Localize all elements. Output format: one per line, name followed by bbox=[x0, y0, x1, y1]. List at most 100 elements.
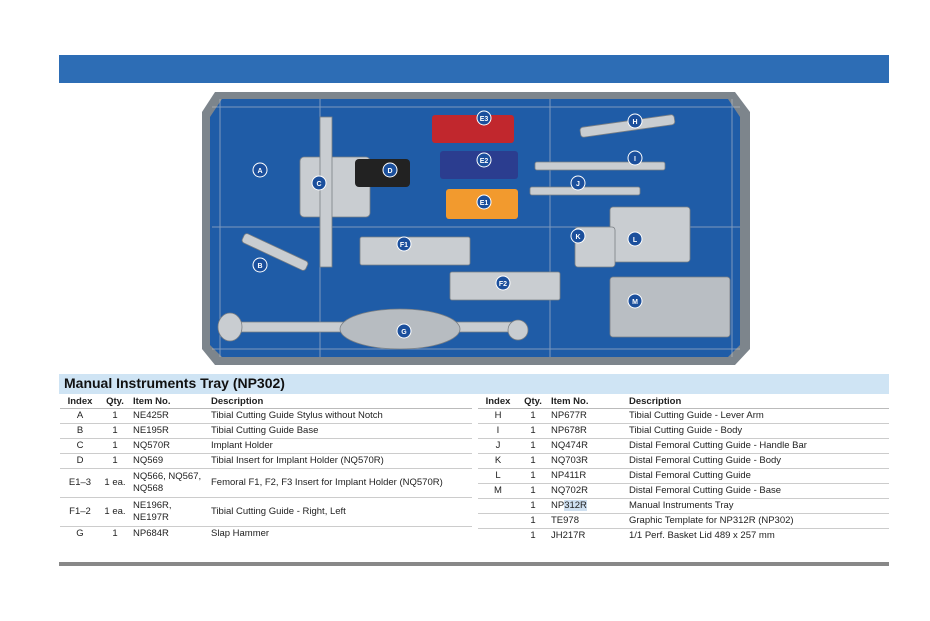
marker-label: F1 bbox=[400, 242, 408, 249]
cell-item-line: NE196R, bbox=[133, 500, 172, 511]
cell-qty: 1 bbox=[518, 498, 548, 514]
cell-desc: Femoral F1, F2, F3 Insert for Implant Ho… bbox=[208, 468, 472, 498]
header-qty: Qty. bbox=[100, 394, 130, 409]
marker-c bbox=[311, 175, 327, 191]
marker-label: E2 bbox=[480, 158, 489, 165]
cell-desc: Tibial Cutting Guide - Lever Arm bbox=[626, 408, 889, 424]
header-index: Index bbox=[478, 394, 518, 409]
marker-label: H bbox=[632, 119, 637, 126]
cell-qty: 1 bbox=[112, 528, 118, 539]
marker-label: D bbox=[387, 168, 392, 175]
marker-l bbox=[627, 231, 643, 247]
table-row: M 1 NQ702R Distal Femoral Cutting Guide … bbox=[478, 483, 889, 499]
table-header-row: Index Qty. Item No. Description bbox=[478, 394, 889, 409]
header-qty: Qty. bbox=[518, 394, 548, 409]
cell-index: M bbox=[478, 483, 518, 499]
bottom-rule bbox=[59, 562, 889, 566]
table-row: I 1 NP678R Tibial Cutting Guide - Body bbox=[478, 423, 889, 439]
marker-m bbox=[627, 293, 643, 309]
cell-desc: Tibial Cutting Guide Base bbox=[208, 423, 472, 439]
cell-item-prefix: NP bbox=[551, 500, 565, 511]
cell-qty: 1 bbox=[100, 438, 130, 454]
table-row: C 1 NQ570R Implant Holder bbox=[60, 438, 472, 454]
cell-index: A bbox=[60, 408, 100, 424]
table-row: E1–3 1 ea. NQ566, NQ567, NQ568 Femoral F… bbox=[60, 468, 472, 498]
marker-f1 bbox=[396, 236, 412, 252]
cell-index bbox=[478, 498, 518, 514]
cell-desc: Distal Femoral Cutting Guide bbox=[626, 468, 889, 484]
cell-qty: 1 bbox=[530, 530, 536, 541]
cell-item: NP678R bbox=[548, 423, 626, 439]
tray-photo: A B C D E1 E2 E3 F1 F2 G H I J K L M bbox=[202, 92, 750, 365]
header-index: Index bbox=[60, 394, 100, 409]
marker-e2 bbox=[476, 152, 492, 168]
cell-index: C bbox=[60, 438, 100, 454]
cell-item: NP677R bbox=[548, 408, 626, 424]
marker-label: I bbox=[634, 156, 636, 163]
cell-item: NE195R bbox=[130, 423, 208, 439]
table-row: G 1 NP684R Slap Hammer bbox=[60, 527, 472, 542]
cell-item: NE425R bbox=[130, 408, 208, 424]
marker-label: M bbox=[632, 299, 638, 306]
table-row: J 1 NQ474R Distal Femoral Cutting Guide … bbox=[478, 438, 889, 454]
marker-b bbox=[252, 257, 268, 273]
marker-label: G bbox=[401, 329, 407, 336]
header-desc: Description bbox=[626, 394, 889, 409]
parts-table-left: Index Qty. Item No. Description A 1 NE42… bbox=[60, 394, 472, 541]
cell-item: NQ703R bbox=[548, 453, 626, 469]
cell-qty: 1 bbox=[100, 423, 130, 439]
cell-item-line: NQ568 bbox=[133, 483, 164, 494]
marker-h bbox=[627, 113, 643, 129]
cell-index: L bbox=[478, 468, 518, 484]
cell-qty: 1 bbox=[518, 468, 548, 484]
marker-g bbox=[396, 323, 412, 339]
cell-desc: Tibial Insert for Implant Holder (NQ570R… bbox=[208, 453, 472, 469]
cell-qty: 1 bbox=[100, 453, 130, 469]
marker-label: K bbox=[575, 234, 580, 241]
marker-k bbox=[570, 228, 586, 244]
cell-index: K bbox=[478, 453, 518, 469]
cell-item: NQ570R bbox=[130, 438, 208, 454]
cell-qty: 1 ea. bbox=[100, 468, 130, 498]
parts-table-right: Index Qty. Item No. Description H 1 NP67… bbox=[478, 394, 889, 543]
cell-item-line: NQ566, NQ567, bbox=[133, 471, 202, 482]
marker-d bbox=[382, 162, 398, 178]
marker-label: F2 bbox=[499, 281, 507, 288]
marker-label: J bbox=[576, 181, 580, 188]
table-row: 1 JH217R 1/1 Perf. Basket Lid 489 x 257 … bbox=[478, 529, 889, 544]
cell-desc: 1/1 Perf. Basket Lid 489 x 257 mm bbox=[629, 530, 775, 541]
selected-text[interactable]: 312R bbox=[564, 500, 587, 511]
marker-a bbox=[252, 162, 268, 178]
cell-item: JH217R bbox=[551, 530, 586, 541]
cell-index: E1–3 bbox=[60, 468, 100, 498]
marker-label: B bbox=[257, 263, 262, 270]
page-title: Manual Instruments Tray (NP302) bbox=[64, 375, 285, 391]
cell-qty: 1 bbox=[518, 483, 548, 499]
header-desc: Description bbox=[208, 394, 472, 409]
cell-qty: 1 bbox=[518, 513, 548, 529]
cell-index bbox=[478, 513, 518, 529]
cell-desc: Implant Holder bbox=[208, 438, 472, 454]
cell-desc: Distal Femoral Cutting Guide - Base bbox=[626, 483, 889, 499]
table-row: B 1 NE195R Tibial Cutting Guide Base bbox=[60, 423, 472, 439]
cell-qty: 1 bbox=[518, 453, 548, 469]
cell-qty: 1 ea. bbox=[100, 497, 130, 527]
marker-e1 bbox=[476, 194, 492, 210]
cell-item: NQ566, NQ567, NQ568 bbox=[130, 468, 208, 498]
cell-item: TE978 bbox=[548, 513, 626, 529]
cell-item: NP411R bbox=[548, 468, 626, 484]
header-item: Item No. bbox=[548, 394, 626, 409]
cell-index: I bbox=[478, 423, 518, 439]
cell-index: D bbox=[60, 453, 100, 469]
cell-item: NP312R bbox=[548, 498, 626, 514]
cell-item: NE196R, NE197R bbox=[130, 497, 208, 527]
table-row: L 1 NP411R Distal Femoral Cutting Guide bbox=[478, 468, 889, 484]
cell-index bbox=[478, 529, 518, 544]
table-row: K 1 NQ703R Distal Femoral Cutting Guide … bbox=[478, 453, 889, 469]
marker-e3 bbox=[476, 110, 492, 126]
marker-label: A bbox=[257, 168, 262, 175]
cell-item: NQ474R bbox=[548, 438, 626, 454]
cell-item: NP684R bbox=[133, 528, 169, 539]
table-header-row: Index Qty. Item No. Description bbox=[60, 394, 472, 409]
cell-desc: Graphic Template for NP312R (NP302) bbox=[626, 513, 889, 529]
